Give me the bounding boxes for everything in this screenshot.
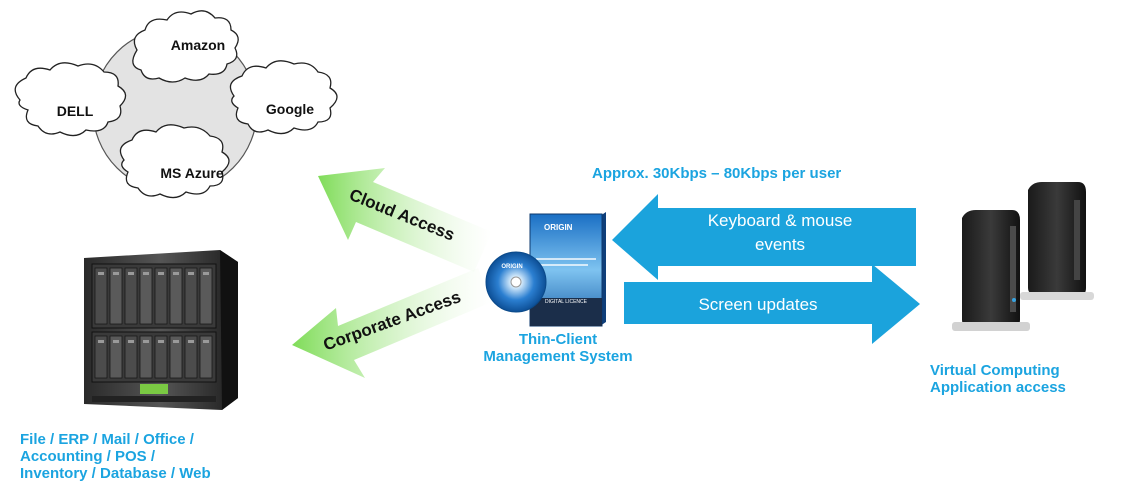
server-blade [94,267,108,325]
screen-updates-arrow: Screen updates [624,264,920,344]
cloud-group: Amazon DELL Google MS Azure [14,10,338,199]
server-blade [154,267,168,325]
cloud-amazon-label: Amazon [171,37,225,53]
box-license: DIGITAL LICENCE [545,299,588,305]
server-blade-handle [173,340,179,343]
server-blade [199,335,213,379]
thin-client-label-line2: Application access [930,379,1066,396]
bandwidth-label: Approx. 30Kbps – 80Kbps per user [592,165,842,182]
server-blade [199,267,213,325]
server-blade [139,267,153,325]
thin-client-rear [1020,182,1094,300]
server-blade [139,335,153,379]
server-blade [169,267,183,325]
cloud-access-arrow: Cloud Access [318,168,492,272]
cloud-google-label: Google [266,101,314,117]
server-blade-handle [173,272,179,275]
server-apps-line2: Accounting / POS / [20,448,156,465]
screen-updates-label: Screen updates [698,295,817,314]
server-blade-handle [128,340,134,343]
server-blade [184,335,198,379]
cd-brand: ORIGIN [501,264,522,270]
box-brand: ORIGIN [544,223,573,232]
server-blade [109,335,123,379]
server-blade-handle [203,272,209,275]
server-blade [109,267,123,325]
server-blade-handle [188,272,194,275]
server-blade-handle [98,340,104,343]
cloud-azure: MS Azure [119,124,230,199]
keyboard-mouse-label-1: Keyboard & mouse [708,211,853,230]
cloud-dell: DELL [14,62,127,137]
thin-client-front [952,210,1030,331]
server-blades [94,335,213,379]
server-apps-label: File / ERP / Mail / Office / Accounting … [20,431,300,482]
cloud-google: Google [229,60,338,135]
server-blade [94,335,108,379]
thin-client-devices [952,182,1094,331]
thin-client-label: Virtual Computing Application access [930,362,1126,396]
server-blade-handle [128,272,134,275]
cloud-dell-label: DELL [57,103,94,119]
server-blades [94,267,213,325]
tcms-label: Thin-Client Management System [448,331,668,365]
cloud-azure-label: MS Azure [160,165,223,181]
server-blade-handle [158,340,164,343]
server-blade-handle [98,272,104,275]
tcms-label-line2: Management System [483,348,633,365]
server-blade-handle [143,340,149,343]
keyboard-mouse-arrow: Keyboard & mouse events [612,194,916,280]
server-blade [169,335,183,379]
cloud-amazon: Amazon [132,10,239,83]
server-blade-handle [188,340,194,343]
server-rack-image [84,250,238,410]
server-blade [124,335,138,379]
server-blade [184,267,198,325]
server-blade [124,267,138,325]
server-blade-handle [143,272,149,275]
server-apps-line3: Inventory / Database / Web [20,465,211,482]
server-blade-handle [113,340,119,343]
thin-client-label-line1: Virtual Computing [930,362,1060,379]
tcms-software-box: ORIGIN DIGITAL LICENCE [529,212,606,327]
tcms-cd-disc: ORIGIN [485,251,547,313]
server-blade-handle [158,272,164,275]
server-blade-handle [113,272,119,275]
tcms-label-line1: Thin-Client [518,331,598,348]
server-apps-line1: File / ERP / Mail / Office / [20,431,194,448]
server-blade [154,335,168,379]
server-blade-handle [203,340,209,343]
keyboard-mouse-label-2: events [755,235,805,254]
